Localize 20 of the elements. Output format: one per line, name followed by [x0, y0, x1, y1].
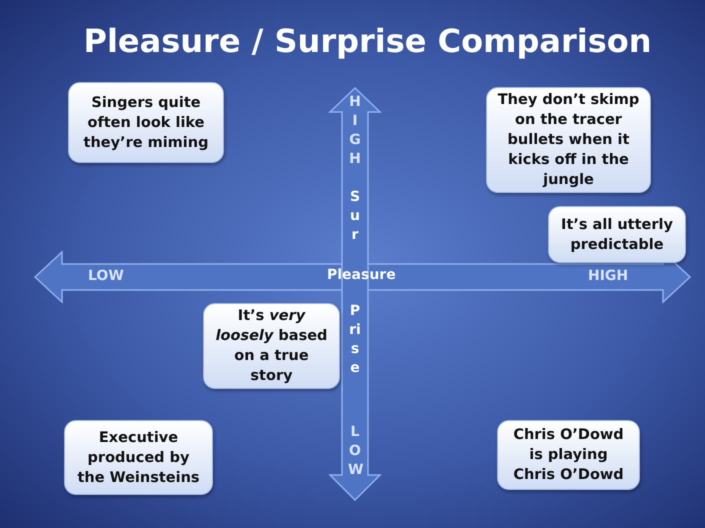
note-text: It’s all utterly predictable [560, 216, 674, 254]
note-box [497, 420, 640, 490]
axis-title: Pleasure [327, 267, 396, 283]
slide-title: Pleasure / Surprise Comparison [82, 22, 653, 60]
note-box [203, 303, 340, 389]
note-text: They don’t skimp on the tracer bullets when it kicks off in the jungle [496, 91, 640, 190]
note-text: Chris O’Dowd is playing Chris O’Dowd [512, 426, 625, 485]
note-text: Singers quite often look like they’re miming [82, 94, 210, 152]
axis-end-label: LOW [348, 423, 362, 480]
note-text: Executive produced by the Weinsteins [76, 428, 201, 488]
note-text: It’s very loosely based on a true story [214, 307, 328, 386]
axis-end-label: HIGH [348, 93, 362, 169]
axis-title: Prise [348, 302, 362, 378]
note-box [548, 206, 686, 263]
axis-end-label: LOW [88, 268, 124, 284]
note-box [64, 420, 213, 495]
axis-title: Sur [348, 188, 362, 245]
note-box [486, 87, 651, 193]
axis-end-label: HIGH [588, 268, 628, 284]
note-box [68, 82, 224, 163]
